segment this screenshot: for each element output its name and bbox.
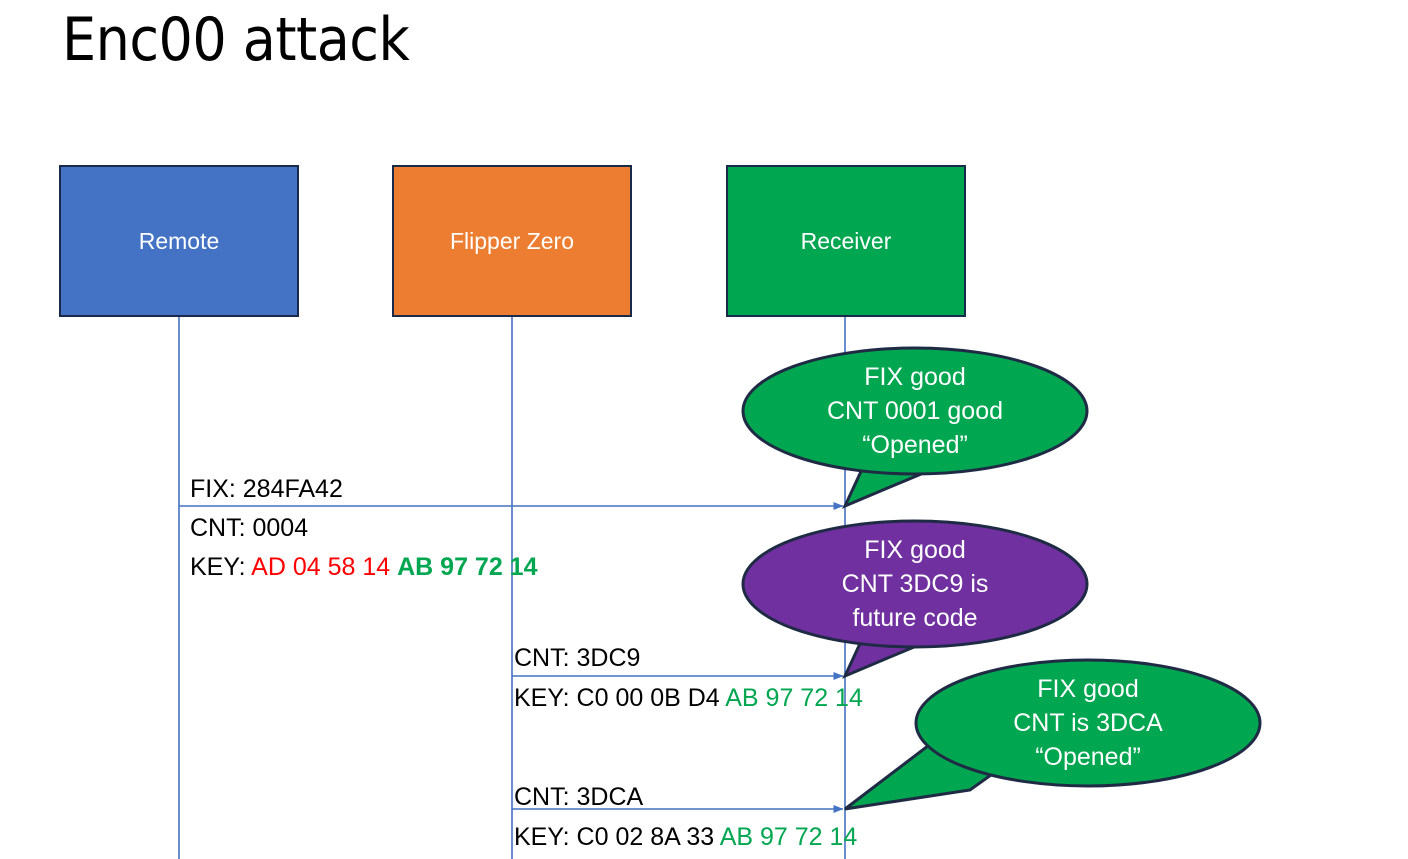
message-1-cnt: CNT: 0004	[190, 514, 309, 542]
message-3-label: CNT: 3DCA	[514, 783, 644, 811]
message-1-key-prefix: KEY:	[190, 553, 252, 581]
message-1-key-red: AD 04 58 14	[251, 553, 398, 581]
actor-box-flipper[interactable]: Flipper Zero	[392, 165, 632, 317]
callout-3-shape	[844, 658, 1262, 811]
actor-box-remote[interactable]: Remote	[59, 165, 299, 317]
message-2-key-prefix: KEY: C0 00 0B D4	[514, 684, 726, 712]
actor-box-receiver[interactable]: Receiver	[726, 165, 966, 317]
message-2-label: CNT: 3DC9	[514, 644, 641, 672]
page-title: Enc00 attack	[62, 5, 410, 75]
actor-label-remote: Remote	[138, 227, 220, 254]
callout-1-shape	[741, 346, 1089, 509]
message-1-key: KEY: AD 04 58 14 AB 97 72 14	[190, 552, 537, 582]
callout-2-shape	[741, 519, 1089, 679]
message-3-key-green: AB 97 72 14	[719, 823, 858, 851]
actor-label-receiver: Receiver	[800, 227, 892, 254]
message-2-key-green: AB 97 72 14	[725, 684, 863, 712]
message-2-key: KEY: C0 00 0B D4 AB 97 72 14	[514, 683, 863, 713]
actor-label-flipper: Flipper Zero	[450, 227, 574, 254]
message-1-key-green: AB 97 72 14	[397, 553, 538, 581]
message-1-label: FIX: 284FA42	[190, 475, 343, 503]
message-3-key-prefix: KEY: C0 02 8A 33	[514, 823, 720, 851]
message-3-key: KEY: C0 02 8A 33 AB 97 72 14	[514, 822, 857, 852]
